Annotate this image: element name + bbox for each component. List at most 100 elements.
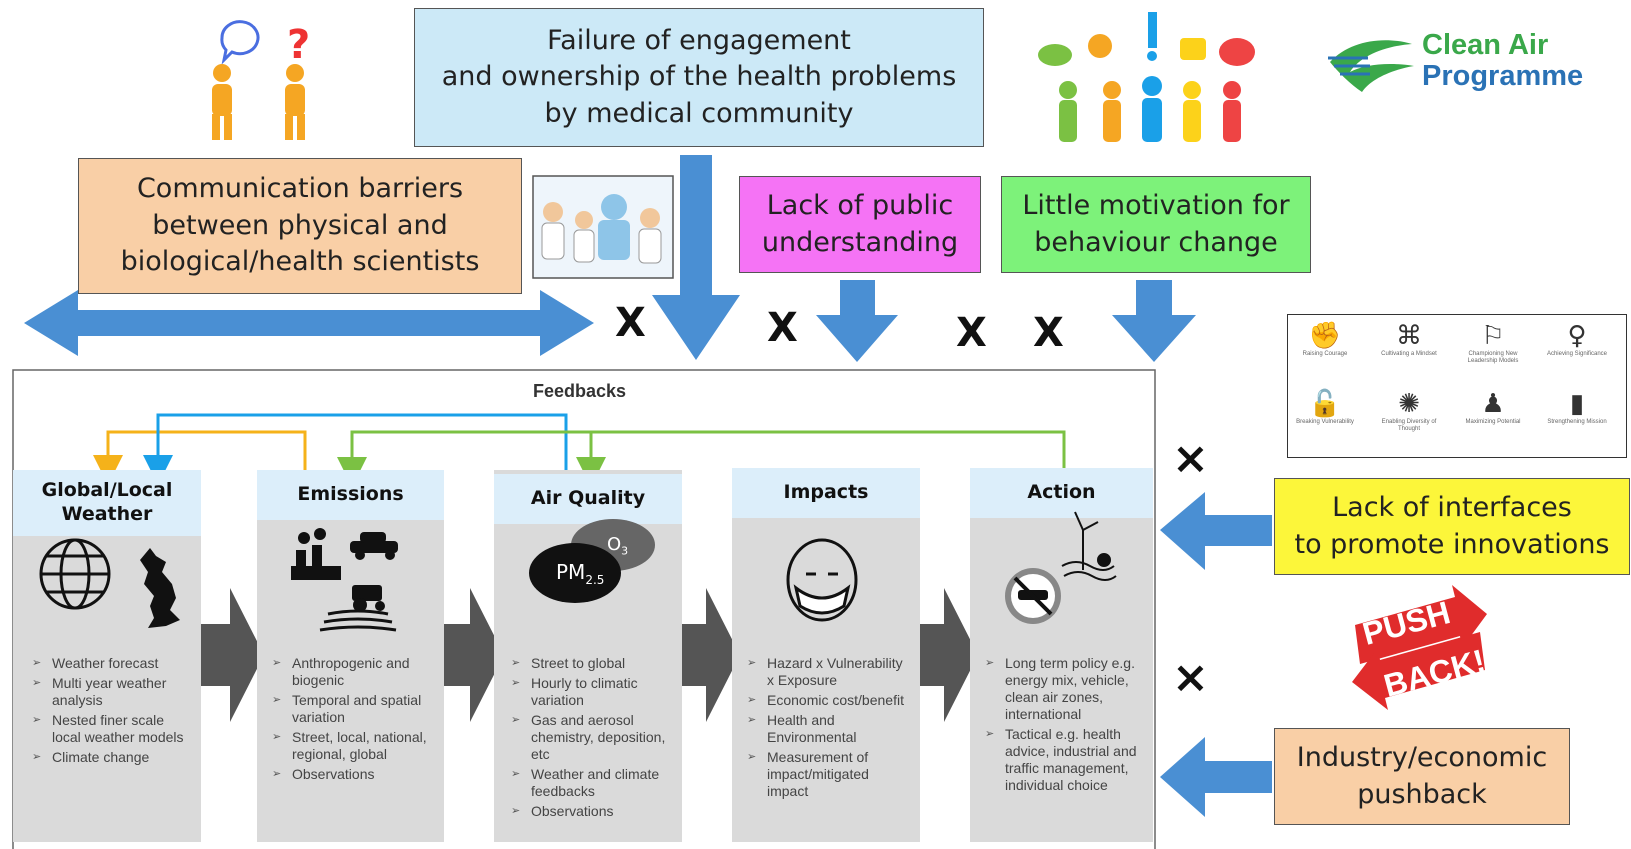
book-icon: ▮	[1569, 389, 1585, 419]
pm25-label: PM2.5	[556, 560, 604, 587]
panel-item: ⚐Championing New Leadership Models	[1458, 321, 1528, 365]
stage-title-text: Air Quality	[530, 487, 646, 510]
o3-text: O	[607, 534, 622, 555]
list-item: Weather and climate feedbacks	[509, 766, 669, 800]
flag-icon: ⚐	[1481, 321, 1505, 351]
panel-item-label: Achieving Significance	[1546, 351, 1608, 357]
panel-item: ♀Achieving Significance	[1542, 321, 1612, 358]
stage-title-text: Impacts	[783, 481, 869, 504]
list-item: Climate change	[30, 749, 190, 766]
stage-title-air-quality: Air Quality	[494, 474, 682, 524]
medical-staff-picture	[532, 175, 674, 279]
brain-icon: ✺	[1398, 389, 1420, 419]
list-item: Hazard x Vulnerability x Exposure	[745, 655, 905, 689]
list-item: Multi year weather analysis	[30, 675, 190, 709]
double-headed-arrow	[24, 290, 594, 356]
flow-arrow-2	[440, 588, 504, 722]
panel-item: ♟Maximizing Potential	[1458, 389, 1528, 426]
innovation-interfaces-box: Lack of interfaces to promote innovation…	[1274, 478, 1630, 575]
cross-mark: X	[1033, 310, 1064, 356]
bullets-action: Long term policy e.g. energy mix, vehicl…	[983, 655, 1145, 797]
logo-line-1: Clean Air	[1422, 29, 1549, 61]
list-item: Gas and aerosol chemistry, deposition, e…	[509, 712, 669, 763]
innovation-interfaces-text: Lack of interfaces to promote innovation…	[1294, 492, 1610, 560]
list-item: Anthropogenic and biogenic	[270, 655, 430, 689]
stage-title-impacts: Impacts	[732, 468, 920, 518]
panel-item-label: Breaking Vulnerability	[1296, 419, 1354, 425]
panel-item-label: Enabling Diversity of Thought	[1381, 419, 1437, 432]
engagement-failure-text: Failure of engagement and ownership of t…	[441, 24, 957, 129]
tractor-icon	[352, 585, 385, 612]
list-item: Nested finer scale local weather models	[30, 712, 190, 746]
wind-turbine-icon	[1061, 511, 1117, 581]
list-item: Hourly to climatic variation	[509, 675, 669, 709]
left-arrow-interfaces	[1160, 492, 1272, 570]
feedback-loop-orange	[93, 430, 307, 485]
behaviour-motivation-box: Little motivation for behaviour change	[1001, 176, 1311, 273]
communication-barriers-box: Communication barriers between physical …	[78, 158, 522, 294]
panel-item-label: Cultivating a Mindset	[1381, 351, 1437, 357]
stage-title-text: Emissions	[297, 483, 404, 506]
panel-item-label: Championing New Leadership Models	[1467, 351, 1519, 364]
down-arrow-public	[816, 280, 898, 362]
industry-pushback-text: Industry/economic pushback	[1296, 742, 1548, 810]
o3-sub-text: 3	[621, 544, 629, 558]
unlock-icon: 🔓	[1308, 389, 1342, 419]
cross-mark: X	[615, 300, 646, 346]
presenter-icon: ♟	[1481, 389, 1505, 419]
public-understanding-text: Lack of public understanding	[761, 190, 959, 258]
bullets-emissions: Anthropogenic and biogenic Temporal and …	[270, 655, 430, 786]
pm-sub-text: 2.5	[585, 573, 605, 587]
communication-barriers-text: Communication barriers between physical …	[120, 173, 480, 278]
bullets-weather: Weather forecast Multi year weather anal…	[30, 655, 190, 769]
stage-title-text: Global/Local Weather	[41, 479, 173, 525]
panel-item-label: Raising Courage	[1302, 351, 1348, 357]
stage-title-action: Action	[970, 468, 1153, 518]
list-item: Measurement of impact/mitigated impact	[745, 749, 905, 800]
list-item: Tactical e.g. health advice, industrial …	[983, 726, 1145, 794]
svg-text:?: ?	[287, 22, 310, 68]
list-item: Street to global	[509, 655, 669, 672]
logo-line-2: Programme	[1422, 60, 1584, 92]
flow-arrow-3	[676, 588, 740, 722]
uk-map-icon	[140, 548, 180, 628]
leadership-icon-panel: ✊Raising Courage ⌘Cultivating a Mindset …	[1287, 314, 1627, 458]
cross-mark: X	[767, 305, 798, 351]
pollution-cloud-icon	[529, 519, 655, 603]
bullets-impacts: Hazard x Vulnerability x Exposure Econom…	[745, 655, 905, 803]
feedbacks-label: Feedbacks	[533, 381, 627, 401]
stage-title-text: Action	[1027, 481, 1096, 504]
feedback-loop-green-long	[337, 430, 1066, 487]
cross-mark: ×	[1172, 652, 1209, 703]
panel-item: ▮Strengthening Mission	[1542, 389, 1612, 426]
panel-item: ⌘Cultivating a Mindset	[1374, 321, 1444, 358]
clean-air-programme-logo: Clean Air Programme	[1422, 30, 1583, 92]
pm-text: PM	[556, 560, 586, 584]
left-arrow-industry	[1160, 737, 1272, 817]
flow-arrow-1	[200, 588, 264, 722]
feedback-loop-blue	[143, 413, 568, 485]
knot-icon: ⌘	[1396, 321, 1422, 351]
list-item: Observations	[270, 766, 430, 783]
industry-pushback-box: Industry/economic pushback	[1274, 728, 1570, 825]
list-item: Economic cost/benefit	[745, 692, 905, 709]
globe-icon	[39, 538, 111, 610]
panel-item-label: Maximizing Potential	[1465, 419, 1521, 425]
factory-icon	[291, 528, 341, 580]
down-arrow-motivation	[1112, 280, 1196, 362]
list-item: Long term policy e.g. energy mix, vehicl…	[983, 655, 1145, 723]
stage-title-emissions: Emissions	[257, 470, 444, 520]
list-item: Temporal and spatial variation	[270, 692, 430, 726]
talking-people-icon: ?	[212, 20, 310, 140]
panel-item: ✊Raising Courage	[1290, 321, 1360, 358]
cross-mark: X	[956, 310, 987, 356]
list-item: Health and Environmental	[745, 712, 905, 746]
pin-icon: ♀	[1567, 321, 1587, 351]
behaviour-motivation-text: Little motivation for behaviour change	[1022, 190, 1290, 258]
field-icon	[319, 609, 397, 632]
public-understanding-box: Lack of public understanding	[739, 176, 981, 273]
no-car-icon	[1005, 568, 1061, 624]
